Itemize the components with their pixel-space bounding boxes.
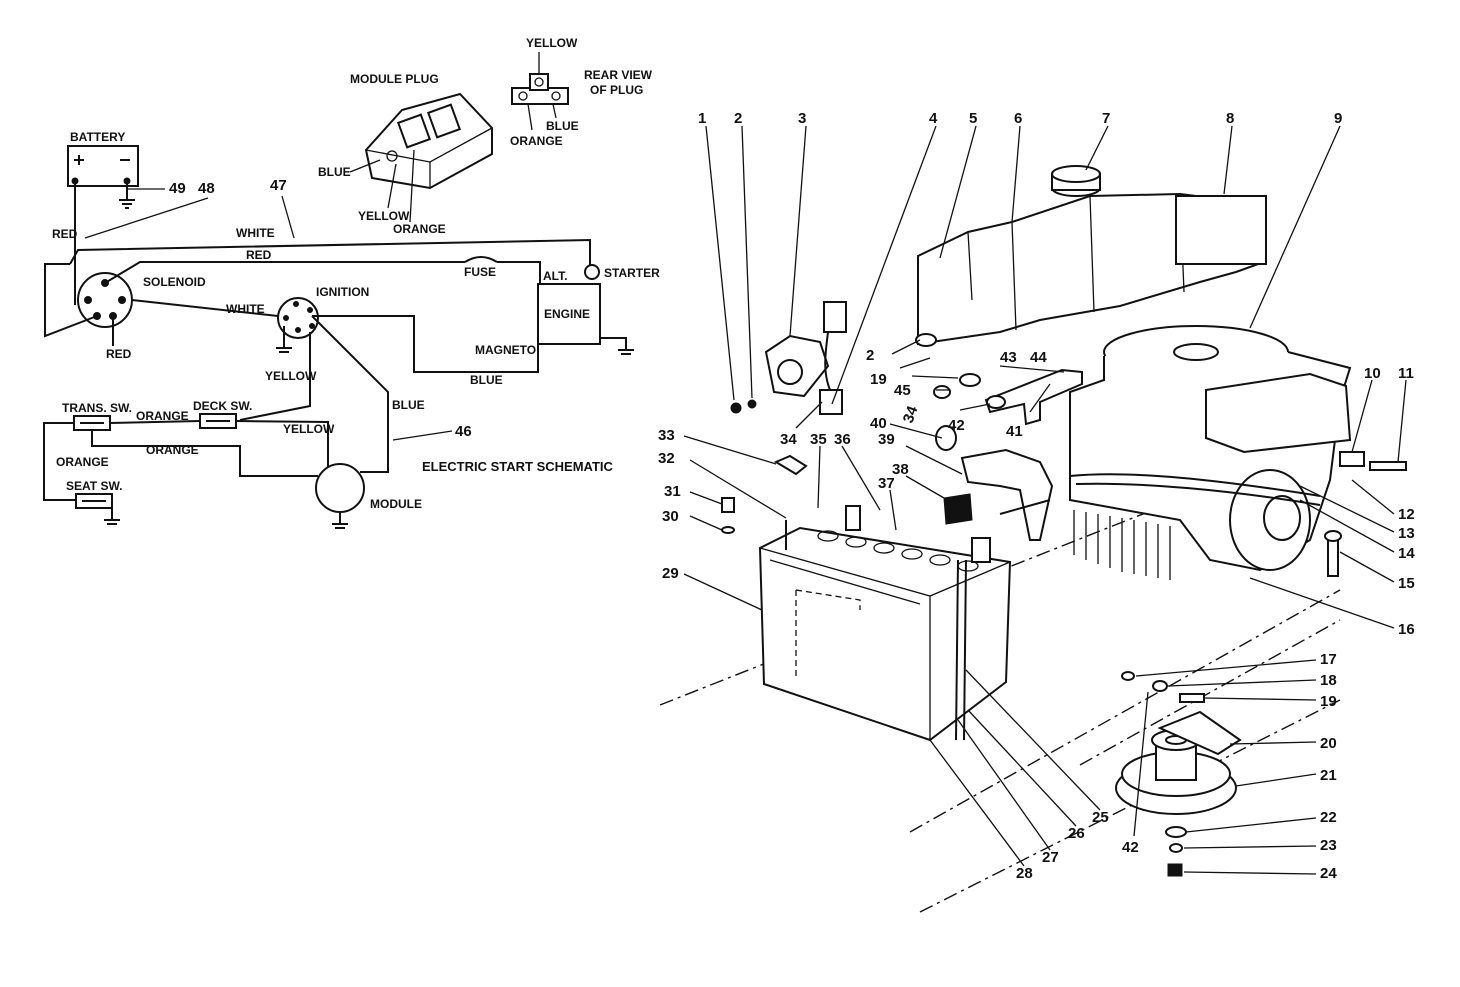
part-callout: 12: [1398, 506, 1415, 523]
rear-view-title-1: REAR VIEW: [584, 68, 653, 82]
rear-view-wire-yellow: YELLOW: [526, 36, 578, 50]
wire-white-top: WHITE: [236, 226, 275, 240]
part-callout: 13: [1398, 525, 1415, 542]
part-callout: 23: [1320, 837, 1337, 854]
part-callout: 45: [894, 382, 911, 399]
part-callout: 1: [698, 110, 706, 127]
ignition-label: IGNITION: [316, 285, 369, 299]
part-callout: 38: [892, 461, 909, 478]
callout-46: 46: [455, 423, 472, 440]
part-callout: 16: [1398, 621, 1415, 638]
callout-48: 48: [198, 180, 215, 197]
part-callout: 30: [662, 508, 679, 525]
ignition-switch-symbol: [277, 297, 319, 339]
part-callout: 6: [1014, 110, 1022, 127]
part-callout: 19: [870, 371, 887, 388]
part-callout: 24: [1320, 865, 1337, 882]
solenoid-label: SOLENOID: [143, 275, 206, 289]
wire-yellow-deck: YELLOW: [283, 422, 335, 436]
part-callout: 39: [878, 431, 895, 448]
part-callout: 34: [780, 431, 797, 448]
alt-label: ALT.: [543, 269, 567, 283]
battery-label: BATTERY: [70, 130, 125, 144]
engine-label: ENGINE: [544, 307, 590, 321]
part-callout: 25: [1092, 809, 1109, 826]
module-label: MODULE: [370, 497, 422, 511]
part-callout: 10: [1364, 365, 1381, 382]
part-callout: 32: [658, 450, 675, 467]
rear-view-plug-illustration: YELLOW ORANGE BLUE REAR VIEW OF PLUG: [510, 36, 653, 148]
electric-start-schematic: BATTERY 49 48 RED SOLENOID RED WHITE 47 …: [43, 130, 660, 529]
starter-label: STARTER: [604, 266, 660, 280]
part-callout: 2: [734, 110, 742, 127]
part-callout: 9: [1334, 110, 1342, 127]
part-callout: 22: [1320, 809, 1337, 826]
wire-orange-module: ORANGE: [146, 443, 199, 457]
rear-view-wire-orange: ORANGE: [510, 134, 563, 148]
part-callout: 20: [1320, 735, 1337, 752]
part-callout: 42: [948, 417, 965, 434]
part-callout: 8: [1226, 110, 1234, 127]
wire-blue-module: BLUE: [392, 398, 425, 412]
module-plug-wire-blue: BLUE: [318, 165, 351, 179]
part-callout: 37: [878, 475, 895, 492]
fuse-label: FUSE: [464, 265, 496, 279]
solenoid-symbol: [77, 272, 133, 328]
part-callout: 35: [810, 431, 827, 448]
seat-sw-label: SEAT SW.: [66, 479, 122, 493]
part-callout: 42: [1122, 839, 1139, 856]
part-callout: 28: [1016, 865, 1033, 882]
deck-sw-label: DECK SW.: [193, 399, 252, 413]
part-callout: 19: [1320, 693, 1337, 710]
module-plug-wire-yellow: YELLOW: [358, 209, 410, 223]
part-callout: 34: [900, 403, 922, 425]
part-callout: 41: [1006, 423, 1023, 440]
part-callout: 36: [834, 431, 851, 448]
wire-orange-seat: ORANGE: [56, 455, 109, 469]
part-callout: 3: [798, 110, 806, 127]
part-callout: 33: [658, 427, 675, 444]
wire-blue-magneto: BLUE: [470, 373, 503, 387]
part-callout: 2: [866, 347, 874, 364]
part-callout: 15: [1398, 575, 1415, 592]
rear-view-wire-blue: BLUE: [546, 119, 579, 133]
part-callout: 4: [929, 110, 938, 127]
part-callout: 5: [969, 110, 977, 127]
wire-red-battery: RED: [52, 227, 78, 241]
part-callout: 21: [1320, 767, 1337, 784]
part-callout: 27: [1042, 849, 1059, 866]
part-callout: 11: [1398, 365, 1414, 382]
module-plug-wire-orange: ORANGE: [393, 222, 446, 236]
wire-yellow-ignition: YELLOW: [265, 369, 317, 383]
part-callout: 26: [1068, 825, 1085, 842]
module-plug-illustration: MODULE PLUG BLUE YELLOW ORANGE: [318, 72, 493, 236]
module-plug-title: MODULE PLUG: [350, 72, 439, 86]
part-callouts: 1 2 3 4 5 6 7 8 9 10 11 12 13 14 15 16 1…: [658, 110, 1415, 882]
part-callout: 31: [664, 483, 681, 500]
part-callout: 40: [870, 415, 887, 432]
leader-lines: [683, 125, 1407, 875]
part-callout: 7: [1102, 110, 1110, 127]
callout-47: 47: [270, 177, 287, 194]
callout-49: 49: [169, 180, 186, 197]
module-symbol: [315, 463, 365, 513]
battery-symbol: [67, 145, 165, 209]
engine-box: [537, 283, 601, 345]
wire-red-solenoid: RED: [106, 347, 132, 361]
part-callout: 43: [1000, 349, 1017, 366]
wire-red-fuse: RED: [246, 248, 272, 262]
rear-view-title-2: OF PLUG: [590, 83, 643, 97]
part-callout: 14: [1398, 545, 1415, 562]
wire-orange-trans-deck: ORANGE: [136, 409, 189, 423]
wire-white-ignition: WHITE: [226, 302, 265, 316]
part-callout: 29: [662, 565, 679, 582]
part-callout: 18: [1320, 672, 1337, 689]
trans-sw-label: TRANS. SW.: [62, 401, 132, 415]
exploded-parts-view: 1 2 3 4 5 6 7 8 9 10 11 12 13 14 15 16 1…: [658, 110, 1415, 913]
part-callout: 17: [1320, 651, 1337, 668]
magneto-label: MAGNETO: [475, 343, 536, 357]
schematic-title: ELECTRIC START SCHEMATIC: [422, 459, 614, 474]
part-callout: 44: [1030, 349, 1047, 366]
